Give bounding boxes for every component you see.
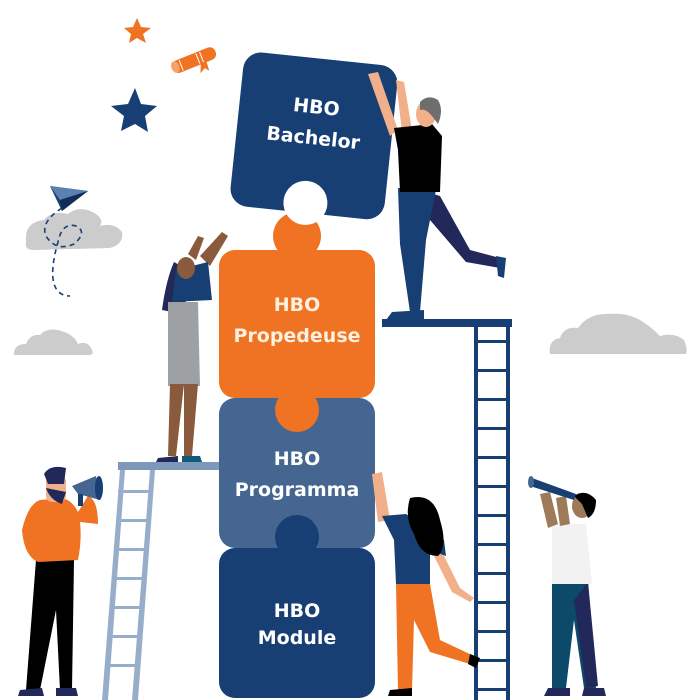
puzzle-piece-bachelor: HBO Bachelor xyxy=(230,52,398,225)
puzzle-piece-module: HBO Module xyxy=(219,548,375,698)
man-lifting-bachelor-piece xyxy=(368,72,506,320)
programma-line1: HBO xyxy=(274,448,321,470)
puzzle-piece-propedeuse: HBO Propedeuse xyxy=(219,212,375,398)
navy-star-icon xyxy=(111,88,157,132)
module-line1: HBO xyxy=(274,600,321,622)
diploma-scroll-icon xyxy=(171,47,217,74)
woman-pushing-puzzle xyxy=(372,472,480,696)
woman-reaching-on-platform xyxy=(156,232,228,462)
programma-line2: Programma xyxy=(235,479,360,501)
propedeuse-line1: HBO xyxy=(274,294,321,316)
light-ladder-left xyxy=(102,462,249,700)
man-with-telescope xyxy=(528,476,606,696)
man-with-megaphone xyxy=(18,466,103,696)
cloud-right-icon xyxy=(549,313,687,354)
cloud-left-upper-icon xyxy=(25,209,123,250)
navy-ladder-right xyxy=(382,319,512,700)
puzzle-piece-programma: HBO Programma xyxy=(219,388,375,559)
bachelor-line1: HBO xyxy=(292,94,341,121)
cloud-left-lower-icon xyxy=(14,329,93,355)
propedeuse-line2: Propedeuse xyxy=(233,325,360,347)
paper-plane-icon xyxy=(50,186,88,211)
small-orange-star-icon xyxy=(124,18,151,43)
dashed-flight-path-icon xyxy=(43,207,83,297)
module-line2: Module xyxy=(258,627,337,649)
